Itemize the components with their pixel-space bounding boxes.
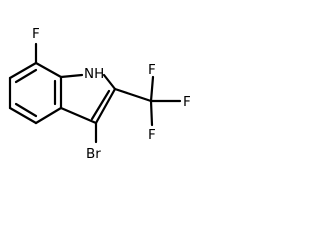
pyrrole-ring (59, 73, 117, 144)
bond-c2-c3-double (90, 89, 111, 121)
bromine-label: Br (86, 146, 101, 162)
bond-c4-c3a (34, 106, 63, 125)
bond-c3-c3a (59, 106, 98, 125)
bond-n-c2 (102, 73, 117, 91)
bond-c6-c6-double (14, 68, 38, 84)
bond-c7a-n (59, 73, 84, 79)
bond-c2-c3 (94, 87, 117, 125)
bond-c2-cf3 (113, 87, 153, 103)
cf3-fluorine-top-label: F (148, 62, 156, 78)
structure-drawing: F NH Br F F F (8, 26, 191, 162)
bond-c7-c7a (34, 61, 63, 79)
bond-c7-c6 (8, 61, 38, 80)
fluorine-label: F (32, 26, 40, 42)
bond-c5-c4-double (14, 102, 38, 118)
cf3-fluorine-right-label: F (183, 94, 191, 110)
bond-c5-c4 (8, 106, 38, 125)
cf3-fluorine-bottom-label: F (148, 127, 156, 143)
bond-cf3-f-bottom (149, 99, 154, 127)
nh-label: NH (84, 66, 104, 82)
trifluoromethyl-group (113, 75, 182, 127)
molecule-canvas: F NH Br F F F (8, 26, 191, 162)
benzene-ring (8, 42, 63, 125)
bond-cf3-f-top (149, 75, 155, 103)
